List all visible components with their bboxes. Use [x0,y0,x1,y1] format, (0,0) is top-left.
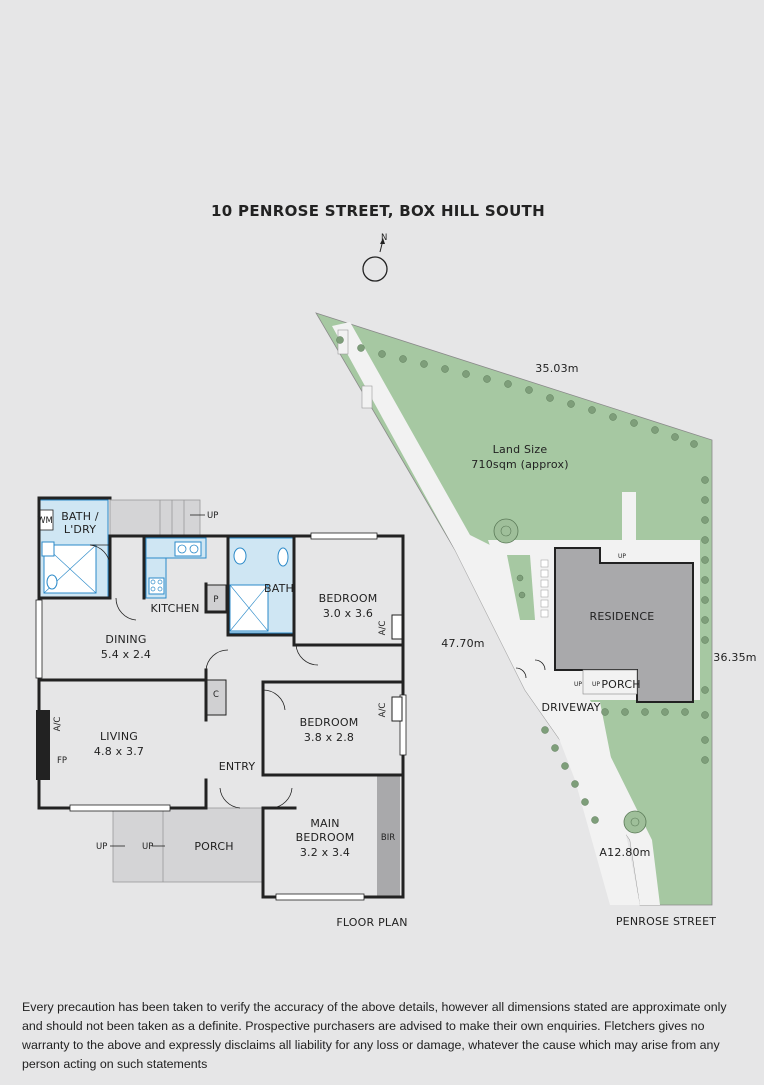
land-size-label: Land Size [493,443,548,456]
land-size-value: 710sqm (approx) [471,458,568,471]
dining-dimensions: 5.4 x 2.4 [101,648,151,661]
porch [112,807,264,883]
stairs-up-label: UP [207,511,218,521]
tree-icon [493,518,519,544]
living-label: LIVING [100,730,138,743]
deck-pavers [540,559,549,618]
main-bedroom-dimensions: 3.2 x 3.4 [300,846,350,859]
built-in-robe [377,775,400,897]
ac-unit-bed2 [391,614,403,640]
fireplace [36,710,50,780]
ac-unit-bed3 [391,696,403,722]
residence-porch [582,669,638,695]
residence-label: RESIDENCE [590,610,655,623]
bath-laundry-label: BATH / [61,510,99,523]
bath-label: BATH [264,582,294,595]
floor-plan: UP UP UP PORCH BIR WM BATH / L'DRY [35,496,407,929]
site-plan: RESIDENCE PORCH UP UP UP 35.03m Land Siz… [315,312,757,928]
top-boundary-dimension: 35.03m [535,362,578,375]
windows [35,532,407,901]
porch-label: PORCH [194,840,233,853]
right-boundary-dimension: 36.35m [713,651,756,664]
floor-plan-label: FLOOR PLAN [336,916,407,929]
kitchen-label: KITCHEN [150,602,199,615]
frontage-dimension: A12.80m [599,846,650,859]
rear-stairs [109,499,201,537]
cooktop-icon [148,577,165,595]
bedroom2-dimensions: 3.0 x 3.6 [323,607,373,620]
residence-building [554,547,694,703]
bath-laundry-label-2: L'DRY [64,523,96,536]
wm-label: WM [37,516,53,526]
north-arrow-icon: N [362,233,388,282]
bath-basin-icon [277,547,289,567]
ac-bed3-label: A/C [378,703,388,718]
main-bedroom-label-2: BEDROOM [296,831,355,844]
living-dimensions: 4.8 x 3.7 [94,745,144,758]
dining-label: DINING [105,633,146,646]
disclaimer-text: Every precaution has been taken to verif… [22,1000,727,1071]
cupboard-label: C [213,690,219,700]
site-porch-label: PORCH [601,678,640,691]
fp-label: FP [57,756,67,766]
kitchen-sink-icon [174,541,202,557]
hedge-trees [336,336,709,824]
driveway-surface [545,702,640,905]
driveway-label: DRIVEWAY [541,701,600,714]
ac-living-label: A/C [53,717,63,732]
pantry-label: P [213,595,218,605]
garden-bed [507,555,535,620]
laundry-basin-icon [41,541,55,557]
bir-label: BIR [381,833,395,843]
porch-up-label-1: UP [96,842,107,852]
entry-label: ENTRY [219,760,256,773]
tree-icon-2 [623,810,647,834]
ac-bed2-label: A/C [378,621,388,636]
bedroom3-label: BEDROOM [300,716,359,729]
laundry-toilet-icon [46,574,58,590]
porch-up-label-2: UP [142,842,153,852]
site-up-label-2: UP [592,681,600,688]
main-bedroom-label: MAIN [310,817,339,830]
bedroom2-label: BEDROOM [319,592,378,605]
street-label: PENROSE STREET [616,915,716,928]
left-boundary-dimension: 47.70m [441,637,484,650]
north-label: N [381,233,387,243]
property-title: 10 PENROSE STREET, BOX HILL SOUTH [211,202,545,220]
door-swings [89,544,319,809]
bedroom3-dimensions: 3.8 x 2.8 [304,731,354,744]
site-up-label-1: UP [574,681,582,688]
bath-toilet-icon [233,547,247,565]
site-up-label-3: UP [618,553,626,560]
rear-path [622,492,636,540]
